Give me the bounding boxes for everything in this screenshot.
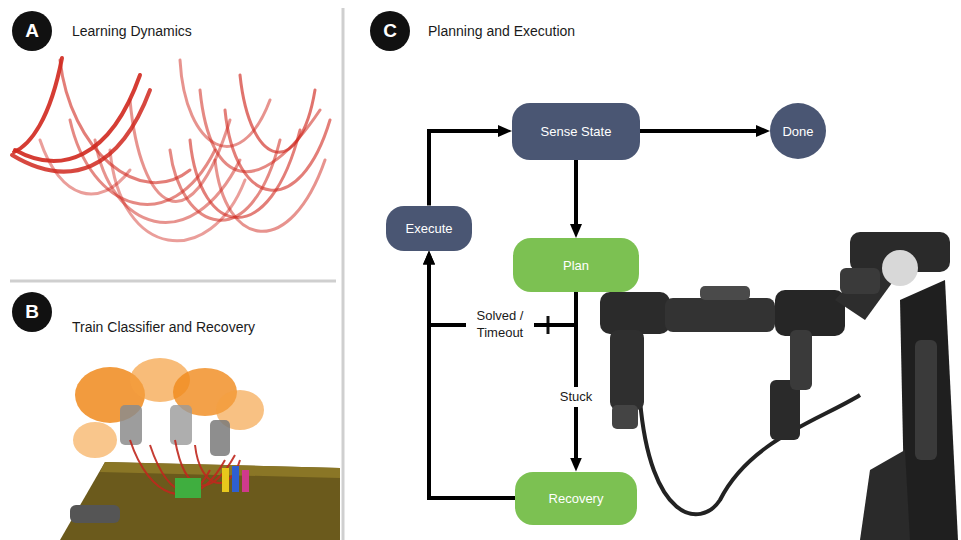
illustration-part	[840, 268, 880, 294]
illustration-part	[40, 140, 130, 194]
illustration-part	[665, 298, 775, 332]
node-text: Done	[782, 124, 813, 139]
illustration-part	[215, 160, 325, 231]
illustration-part	[210, 420, 230, 456]
panel-title: Planning and Execution	[428, 23, 575, 39]
terminal-circle: Done	[770, 103, 826, 159]
panel-title: Train Classifier and Recovery	[72, 319, 255, 335]
illustration-part	[73, 422, 117, 458]
illustration-part	[60, 462, 340, 540]
flow-arrow	[429, 131, 506, 206]
illustration-part	[240, 75, 315, 152]
node-text: A	[25, 20, 39, 42]
illustration-part	[60, 60, 190, 183]
illustration-part	[600, 292, 670, 334]
illustration-part	[640, 395, 860, 514]
panel-title: Learning Dynamics	[72, 23, 192, 39]
node-fill	[12, 11, 52, 51]
node-text: B	[25, 301, 39, 323]
illustration-part	[790, 330, 812, 390]
panel-letter: C	[370, 11, 410, 51]
node-fill	[370, 11, 410, 51]
node-text: Plan	[563, 258, 589, 273]
node-fill	[12, 292, 52, 332]
panel-letter: B	[12, 292, 52, 332]
robot-arm	[600, 232, 958, 540]
illustration-part	[225, 110, 330, 190]
illustration-part	[882, 250, 918, 286]
process-box: Execute	[386, 206, 472, 251]
illustration-part	[610, 330, 644, 410]
trajectory-curves	[12, 58, 330, 241]
illustration-part	[232, 466, 239, 492]
illustration-part	[180, 60, 270, 146]
node-fill	[770, 103, 826, 159]
flow-arrow	[640, 129, 764, 133]
panel-divider	[10, 8, 343, 540]
illustration-part	[860, 450, 910, 540]
illustration-part	[120, 405, 142, 445]
node-text: Sense State	[541, 124, 612, 139]
illustration-part	[170, 405, 192, 445]
illustration-part	[14, 58, 62, 152]
illustration-part	[222, 468, 229, 492]
flow-arrow	[574, 160, 578, 233]
panel-letter: A	[12, 11, 52, 51]
illustration-part	[70, 505, 120, 523]
process-box: Recovery	[515, 472, 637, 525]
simulation-scene	[60, 358, 340, 540]
illustration-part	[915, 340, 937, 460]
node-text: C	[383, 20, 397, 42]
illustration-part	[700, 286, 750, 300]
flow-arrow	[429, 257, 515, 499]
state-box: Sense State	[512, 103, 640, 160]
illustration-part	[242, 470, 249, 492]
illustration-part	[175, 478, 201, 498]
illustration-part	[900, 280, 958, 540]
illustration-part	[342, 8, 345, 540]
node-text: Execute	[406, 221, 453, 236]
illustration-part	[170, 140, 280, 220]
illustration-part	[775, 290, 845, 336]
edge-label: Stuck	[543, 387, 609, 408]
edge-label: Solved / Timeout	[466, 306, 534, 344]
illustration-part	[10, 280, 336, 283]
node-text: Recovery	[549, 491, 604, 506]
process-box: Plan	[513, 238, 639, 292]
illustration-part	[612, 405, 638, 429]
flow-arrow	[574, 292, 578, 466]
